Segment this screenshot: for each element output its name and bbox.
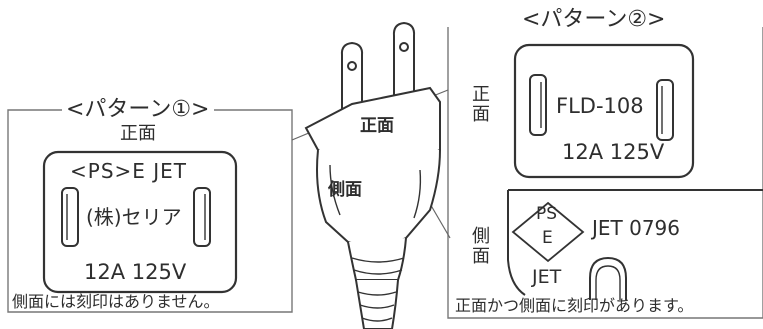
plug-side-label: 側面: [328, 180, 362, 200]
pattern2-jet-code: JET 0796: [592, 216, 681, 240]
pattern1-face-panel: [42, 150, 238, 294]
pattern2-side-label: 側面: [469, 226, 490, 266]
pattern1-left-slot: [61, 187, 79, 247]
plug-front-label: 正面: [360, 116, 394, 136]
pse-mark-top: PS: [536, 204, 558, 224]
pattern1-note: 側面には刻印はありません。: [12, 292, 220, 311]
pattern2-frame: [447, 27, 763, 319]
plug-illustration: [304, 21, 441, 329]
pse-diamond: [511, 201, 585, 263]
pattern2-front-label: 正面: [469, 84, 490, 124]
pattern2-note: 正面かつ側面に刻印があります。: [455, 296, 694, 315]
pattern2-model-text: FLD-108: [556, 94, 644, 118]
pattern2-left-slot: [529, 74, 547, 136]
pattern2-face-panel: [513, 43, 695, 179]
pse-mark-bottom: E: [542, 228, 553, 248]
pattern1-maker-text: (株)セリア: [86, 205, 182, 229]
pattern2-rating-text: 12A 125V: [562, 140, 665, 164]
pattern1-right-slot: [193, 187, 211, 247]
pattern2-right-slot: [656, 79, 674, 141]
pattern1-pse-jet-text: <PS>E JET: [70, 159, 188, 183]
pattern2-jet-bottom: JET: [532, 266, 562, 288]
pattern2-side-arch: [589, 256, 627, 300]
pattern2-title: <パターン②>: [518, 9, 670, 31]
pattern1-face-label: 正面: [120, 123, 156, 144]
pattern1-title: <パターン①>: [62, 99, 214, 121]
pattern1-rating-text: 12A 125V: [84, 260, 187, 284]
pattern2-side-body: [507, 190, 526, 296]
